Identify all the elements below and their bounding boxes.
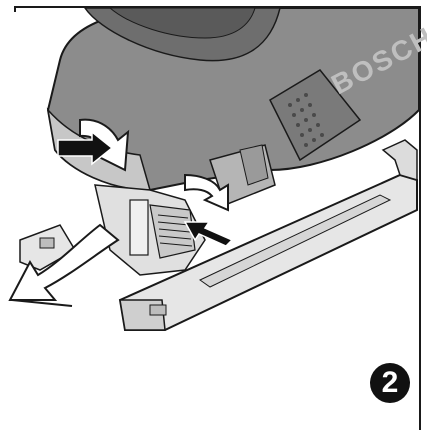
frame-right-border xyxy=(419,6,421,430)
base-plate xyxy=(19,139,418,331)
tool-housing: BOSCH xyxy=(46,7,427,206)
blade-clamp xyxy=(94,184,206,276)
removal-arrow-icon xyxy=(8,223,120,307)
step-number-badge: 2 xyxy=(370,363,410,403)
pressing-arrow-icon xyxy=(57,118,234,247)
frame-corner-tick xyxy=(14,6,16,12)
